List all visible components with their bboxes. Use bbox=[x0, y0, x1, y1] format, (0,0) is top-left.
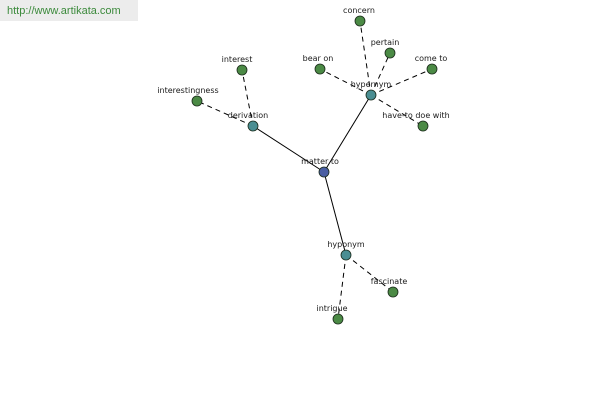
node-circle-come-to[interactable] bbox=[426, 63, 438, 75]
node-label-come-to: come to bbox=[415, 54, 448, 63]
node-circle-fascinate[interactable] bbox=[387, 286, 399, 298]
node-label-have-to-doe-with: have-to doe with bbox=[382, 111, 450, 120]
node-label-bear-on: bear on bbox=[303, 54, 334, 63]
node-label-interest: interest bbox=[222, 55, 253, 64]
node-label-interestingness: interestingness bbox=[157, 86, 218, 95]
node-label-intrigue: intrigue bbox=[316, 304, 347, 313]
edge-matter-to-to-derivation bbox=[252, 125, 325, 173]
node-come-to[interactable]: come to bbox=[415, 54, 448, 75]
node-label-matter-to: matter to bbox=[301, 157, 339, 166]
site-link[interactable]: http://www.artikata.com bbox=[7, 5, 121, 17]
node-circle-interest[interactable] bbox=[236, 64, 248, 76]
edge-hyponym-to-intrigue bbox=[337, 254, 347, 320]
node-circle-intrigue[interactable] bbox=[332, 313, 344, 325]
edge-hypernym-to-concern bbox=[359, 20, 372, 96]
node-intrigue[interactable]: intrigue bbox=[316, 304, 348, 325]
node-hyponym[interactable]: hyponym bbox=[327, 240, 365, 261]
node-have-to-doe-with[interactable]: have-to doe with bbox=[382, 111, 450, 132]
node-matter-to[interactable]: matter to bbox=[301, 157, 339, 178]
node-fascinate[interactable]: fascinate bbox=[371, 277, 408, 298]
edge-derivation-to-interestingness bbox=[196, 100, 254, 127]
node-circle-matter-to[interactable] bbox=[318, 166, 330, 178]
node-circle-bear-on[interactable] bbox=[314, 63, 326, 75]
url-bar: http://www.artikata.com bbox=[0, 0, 138, 21]
node-label-pertain: pertain bbox=[371, 38, 400, 47]
node-label-hyponym: hyponym bbox=[327, 240, 365, 249]
node-label-hypernym: hypernym bbox=[351, 80, 392, 89]
node-label-fascinate: fascinate bbox=[371, 277, 408, 286]
edge-derivation-to-interest bbox=[241, 69, 254, 127]
node-derivation[interactable]: derivation bbox=[228, 111, 268, 132]
node-interestingness[interactable]: interestingness bbox=[157, 86, 219, 107]
edge-hypernym-to-pertain bbox=[370, 52, 391, 96]
node-circle-interestingness[interactable] bbox=[191, 95, 203, 107]
node-pertain[interactable]: pertain bbox=[371, 38, 400, 59]
edge-hyponym-to-fascinate bbox=[345, 254, 394, 293]
nodes-layer: matter to derivation hypernym hyponym intere… bbox=[157, 6, 450, 325]
edge-matter-to-to-hyponym bbox=[323, 171, 347, 256]
node-interest[interactable]: interest bbox=[222, 55, 253, 76]
node-circle-pertain[interactable] bbox=[384, 47, 396, 59]
node-circle-have-to-doe-with[interactable] bbox=[417, 120, 429, 132]
edges-layer bbox=[196, 20, 433, 320]
edge-matter-to-to-hypernym bbox=[323, 94, 372, 173]
node-label-concern: concern bbox=[343, 6, 375, 15]
edge-hypernym-to-bear-on bbox=[319, 68, 372, 96]
edge-hypernym-to-come-to bbox=[370, 68, 433, 96]
node-hypernym[interactable]: hypernym bbox=[351, 80, 392, 101]
edge-hypernym-to-have-to-doe-with bbox=[370, 94, 424, 127]
node-circle-hypernym[interactable] bbox=[365, 89, 377, 101]
node-label-derivation: derivation bbox=[228, 111, 268, 120]
node-circle-hyponym[interactable] bbox=[340, 249, 352, 261]
node-circle-derivation[interactable] bbox=[247, 120, 259, 132]
node-bear-on[interactable]: bear on bbox=[303, 54, 334, 75]
node-circle-concern[interactable] bbox=[354, 15, 366, 27]
node-concern[interactable]: concern bbox=[343, 6, 375, 27]
